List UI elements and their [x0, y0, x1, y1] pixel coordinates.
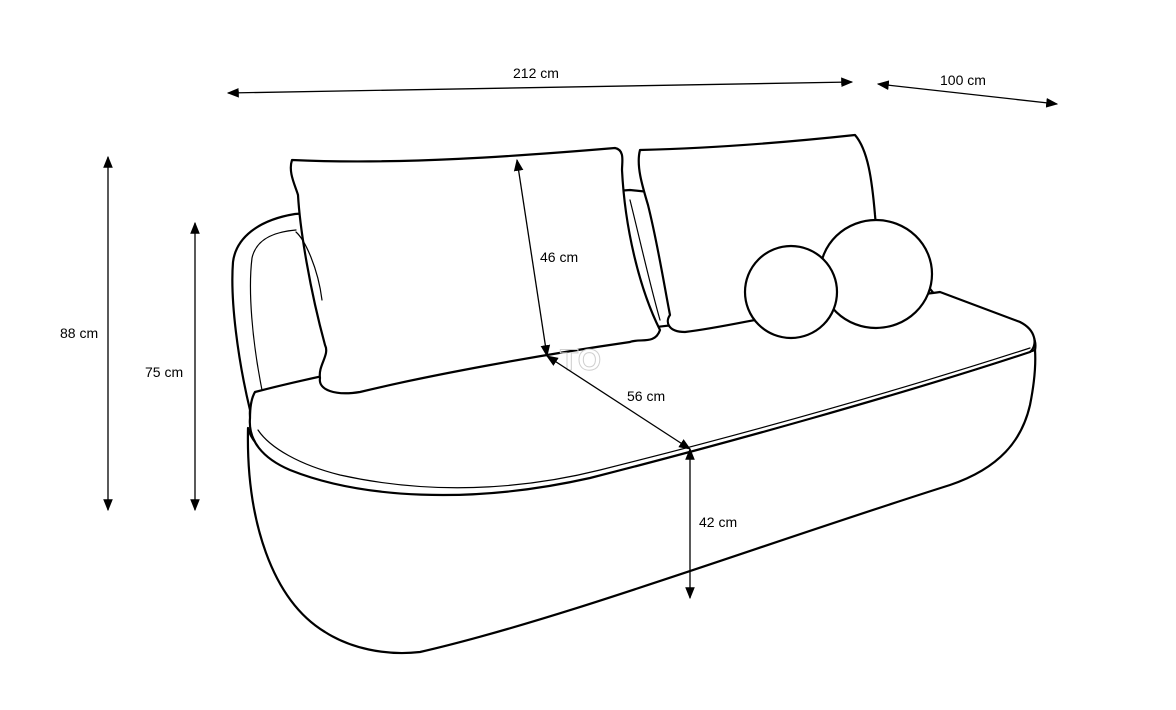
left-pillow-fold — [295, 231, 323, 301]
right-pillow-fold — [629, 199, 661, 321]
round-pillow-back — [818, 218, 934, 330]
seat-piping — [257, 347, 1031, 489]
dimension-lines: 212 cm 100 cm 88 cm 75 cm 46 cm 56 cm 42… — [60, 65, 1059, 600]
width-label: 212 cm — [513, 65, 559, 81]
seat-depth-label: 56 cm — [627, 388, 665, 404]
cushion-height-dimension-line — [513, 158, 551, 358]
round-pillows — [743, 218, 934, 340]
backrest-inner-edge — [249, 229, 297, 391]
cushion-height-label: 46 cm — [540, 249, 578, 265]
width-dimension-line — [226, 77, 854, 98]
watermark-logo: TO — [560, 344, 601, 377]
left-pillow-outline — [289, 146, 662, 395]
back-height-label: 75 cm — [145, 364, 183, 380]
round-pillow-front — [743, 244, 839, 340]
seat-height-label: 42 cm — [699, 514, 737, 530]
left-back-pillow — [289, 146, 662, 395]
seat-depth-dimension-line — [545, 355, 692, 450]
total-height-label: 88 cm — [60, 325, 98, 341]
depth-label: 100 cm — [940, 72, 986, 88]
depth-dimension-line — [876, 80, 1059, 108]
